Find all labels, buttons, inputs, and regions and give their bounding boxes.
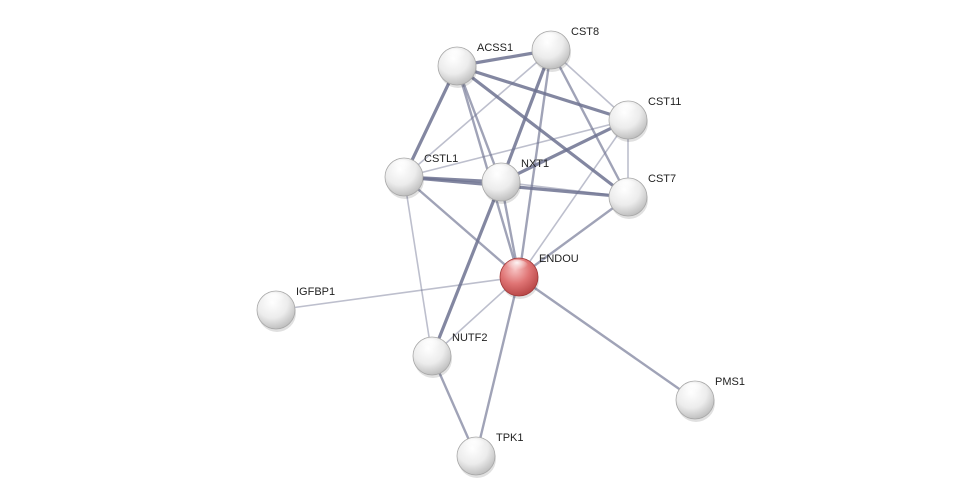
edge-nxt1-nutf2 xyxy=(430,180,503,358)
node-tpk1[interactable]: TPK1 xyxy=(456,432,524,478)
edge-endou-igfbp1 xyxy=(275,276,520,311)
node-pms1[interactable]: PMS1 xyxy=(675,376,745,422)
edge-cst8-endou xyxy=(517,48,553,279)
edge-cst8-nxt1 xyxy=(499,48,553,184)
edge-endou-pms1 xyxy=(517,275,697,402)
node-highlight xyxy=(418,338,442,354)
edge-acss1-cst11 xyxy=(455,64,630,122)
node-highlight xyxy=(262,292,286,308)
node-highlight xyxy=(614,179,638,195)
node-highlight xyxy=(462,438,486,454)
node-highlight xyxy=(487,164,511,180)
edge-cstl1-nutf2 xyxy=(403,176,433,357)
node-label: CST8 xyxy=(571,26,599,38)
node-highlight xyxy=(443,48,467,64)
edge-acss1-nxt1 xyxy=(455,64,503,184)
node-nxt1[interactable]: NXT1 xyxy=(481,158,549,204)
node-label: CSTL1 xyxy=(424,153,458,165)
edge-cstl1-endou xyxy=(402,175,521,279)
edge-acss1-cst7 xyxy=(455,64,630,199)
node-endou[interactable]: ENDOU xyxy=(499,253,579,299)
edge-cst8-cst7 xyxy=(549,48,630,199)
edge-nxt1-cst7 xyxy=(500,181,629,198)
node-highlight xyxy=(681,382,705,398)
node-highlight xyxy=(614,102,638,118)
node-label: NUTF2 xyxy=(452,332,487,344)
edge-cst11-endou xyxy=(518,119,629,278)
node-label: PMS1 xyxy=(715,376,745,388)
node-label: TPK1 xyxy=(496,432,524,444)
node-cst7[interactable]: CST7 xyxy=(608,173,676,219)
node-highlight xyxy=(390,159,414,175)
node-igfbp1[interactable]: IGFBP1 xyxy=(256,286,335,332)
edge-endou-tpk1 xyxy=(474,275,521,458)
node-highlight xyxy=(505,259,529,275)
node-highlight xyxy=(537,32,561,48)
edge-acss1-cstl1 xyxy=(402,64,459,179)
node-label: ACSS1 xyxy=(477,42,513,54)
node-nutf2[interactable]: NUTF2 xyxy=(412,332,487,378)
node-label: CST11 xyxy=(648,96,681,108)
edge-cst7-endou xyxy=(517,195,630,279)
node-cst11[interactable]: CST11 xyxy=(608,96,681,142)
node-acss1[interactable]: ACSS1 xyxy=(437,42,513,88)
edge-cst11-nxt1 xyxy=(499,118,630,184)
node-cst8[interactable]: CST8 xyxy=(531,26,599,72)
edge-cst11-cstl1 xyxy=(403,119,629,178)
node-label: NXT1 xyxy=(521,158,549,170)
node-cstl1[interactable]: CSTL1 xyxy=(384,153,458,199)
node-label: IGFBP1 xyxy=(296,286,335,298)
edge-endou-nutf2 xyxy=(431,276,520,357)
edge-cst8-cstl1 xyxy=(403,49,552,178)
node-label: CST7 xyxy=(648,173,676,185)
node-label: ENDOU xyxy=(539,253,579,265)
